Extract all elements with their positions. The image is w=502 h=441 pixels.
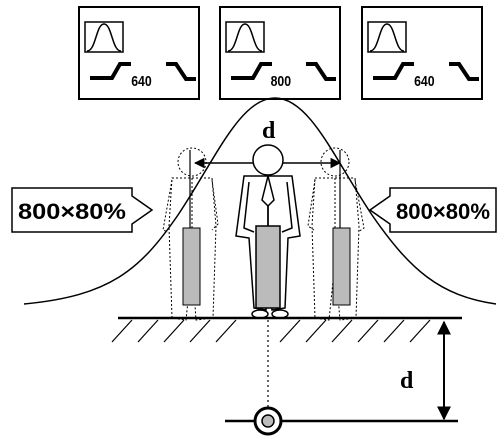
horizontal-distance-label: d — [262, 118, 276, 144]
meter-reading-center: 800 — [271, 73, 292, 89]
locator-unit-right — [332, 227, 351, 306]
ground-hatching — [111, 319, 431, 343]
depth-distance-label: d — [400, 368, 414, 394]
callout-right: 800×80% — [368, 187, 497, 233]
waveform-icon — [227, 23, 263, 52]
falling-step-icon — [306, 62, 336, 81]
meter-panel-right: 640 — [361, 6, 483, 100]
signal-response-curve — [23, 97, 497, 305]
buried-pipe-inner — [261, 414, 275, 428]
falling-step-icon — [166, 62, 196, 81]
callout-left: 800×80% — [11, 187, 154, 233]
falling-step-icon — [449, 62, 479, 81]
waveform-icon — [86, 23, 122, 52]
meter-reading-left: 640 — [131, 73, 152, 89]
waveform-icon — [369, 23, 405, 52]
rising-step-icon — [231, 62, 272, 80]
rising-step-icon — [373, 62, 414, 80]
meter-panel-left: 640 — [78, 6, 200, 100]
callout-left-text: 800×80% — [18, 199, 126, 224]
waveform-box — [225, 21, 265, 53]
locator-unit-left — [182, 227, 201, 306]
meter-reading-right: 640 — [414, 73, 435, 89]
callout-right-text: 800×80% — [396, 199, 490, 224]
waveform-box — [84, 21, 124, 53]
meter-panel-center: 800 — [219, 6, 341, 100]
rising-step-icon — [90, 62, 131, 80]
locator-unit-center — [255, 225, 281, 309]
waveform-box — [367, 21, 407, 53]
